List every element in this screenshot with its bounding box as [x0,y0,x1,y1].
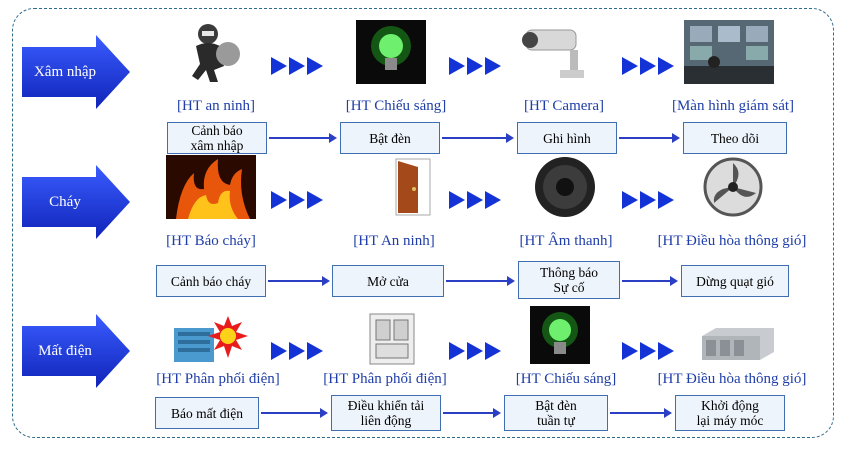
flow-arrows-icon [449,191,501,209]
scenario-arrow: Cháy [22,165,130,239]
speaker-icon [530,155,600,219]
camera-icon [520,22,590,86]
connector-arrow [442,133,514,143]
row-fire: Cháy [HT Báo cháy] [HT An ninh] [HT Âm t… [0,153,845,299]
connector-arrow [446,276,515,286]
connector-arrow [610,408,672,418]
scenario-label: Mất điện [38,342,92,359]
scenario-arrow: Xâm nhập [22,35,130,109]
system-label: [HT Phân phối điện] [156,371,280,387]
action-box: Mở cửa [332,265,444,297]
flow-arrows-icon [622,191,674,209]
fan-icon [698,155,768,219]
system-label: [HT Âm thanh] [519,233,613,249]
flow-arrows-icon [449,342,501,360]
system-label: [HT Điều hòa thông gió] [657,233,807,249]
switchboard-icon [358,310,428,374]
system-label: [HT Chiếu sáng] [515,371,617,387]
air-handler-icon [698,324,776,388]
connector-arrow [269,133,337,143]
row-power-loss: Mất điện [HT Phân phối điện] [HT Phân ph… [0,298,845,433]
system-label: [HT Chiếu sáng] [345,98,447,114]
flow-arrows-icon [271,342,323,360]
connector-arrow [443,408,501,418]
connector-arrow [268,276,330,286]
action-box: Bật đèn [340,122,440,154]
diagram-frame [12,8,834,438]
door-icon [378,155,448,219]
action-box: Báo mất điện [155,397,259,429]
system-label: [HT an ninh] [176,98,256,114]
system-label: [HT Điều hòa thông gió] [657,371,807,387]
connector-arrow [261,408,328,418]
system-label: [HT An ninh] [353,233,435,249]
connector-arrow [619,133,680,143]
flow-arrows-icon [622,57,674,75]
system-label: [Màn hình giám sát] [671,98,795,114]
power-distribution-icon [170,314,250,378]
action-box: Ghi hình [517,122,617,154]
connector-arrow [622,276,678,286]
lightbulb-icon [356,20,426,84]
scenario-label: Xâm nhập [33,63,97,80]
flow-arrows-icon [622,342,674,360]
action-box: Theo dõi [683,122,787,154]
flow-arrows-icon [271,191,323,209]
row-intrusion: Xâm nhập [HT an ninh] [HT Chiếu sáng] [H… [0,18,845,154]
action-box: Cảnh báo cháy [156,265,266,297]
action-box: Dừng quạt gió [681,265,789,297]
flow-arrows-icon [271,57,323,75]
scenario-label: Cháy [49,193,81,210]
thief-icon [178,20,248,84]
system-label: [HT Camera] [523,98,605,114]
scenario-arrow: Mất điện [22,314,130,388]
monitoring-room-icon [684,20,774,84]
fire-icon [166,155,256,219]
system-label: [HT Phân phối điện] [323,371,447,387]
flow-arrows-icon [449,57,501,75]
system-label: [HT Báo cháy] [166,233,256,249]
lightbulb-icon [530,306,600,370]
